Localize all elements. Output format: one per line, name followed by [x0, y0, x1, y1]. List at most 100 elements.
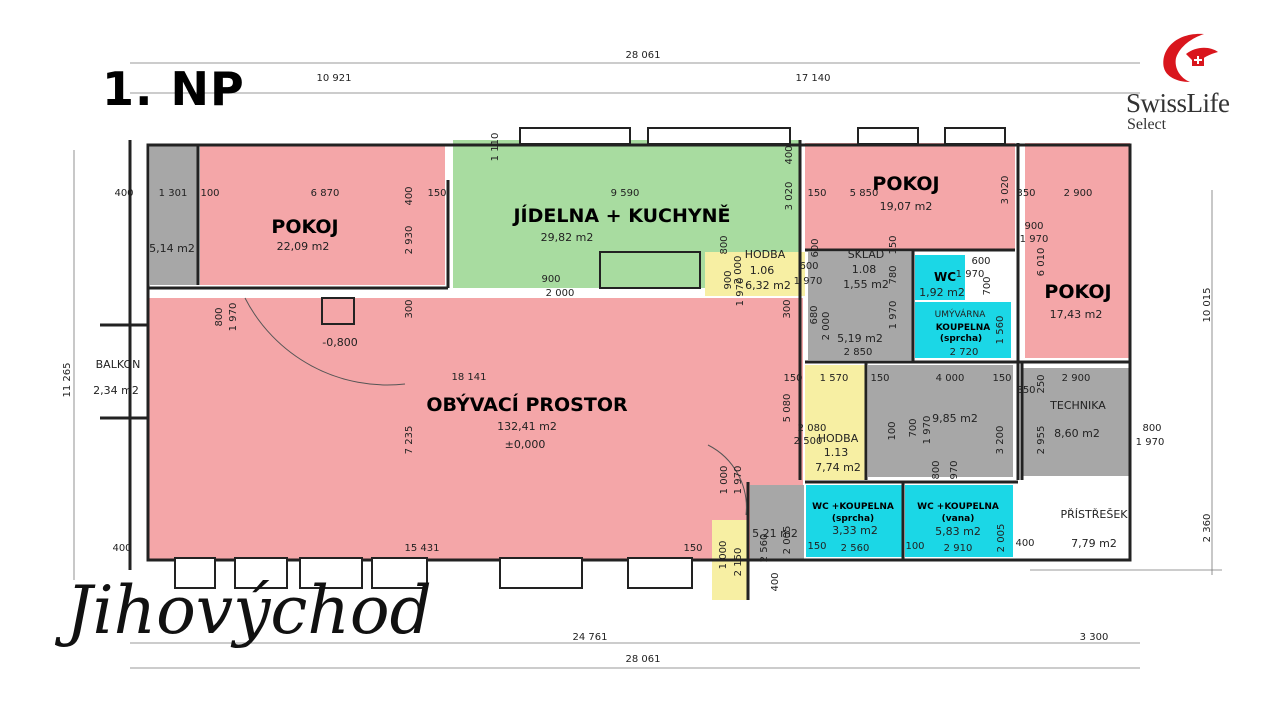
area-wc-koupelna2: 5,83 m2 — [935, 525, 981, 538]
name-pristresek: PŘÍSTŘEŠEK — [1061, 508, 1129, 521]
area-pokoj2: 19,07 m2 — [880, 200, 933, 213]
area-storage-left: 5,14 m2 — [149, 242, 195, 255]
orientation-title: Jihovýchod — [66, 572, 432, 649]
area-521: 5,21 m2 — [752, 527, 798, 540]
dim-100b: 100 — [887, 421, 898, 440]
dim-600a: 600 — [799, 261, 818, 272]
name-hodba1: HODBA — [745, 248, 786, 261]
area-technika: 8,60 m2 — [1054, 427, 1100, 440]
room-wc-koupelna1 — [806, 485, 902, 557]
dim-top-right: 17 140 — [796, 73, 831, 84]
dim-150a: 150 — [427, 188, 446, 199]
dimension-labels: 28 061 10 921 17 140 24 761 3 300 28 061… — [62, 50, 1213, 665]
room-pokoj3 — [1025, 143, 1130, 358]
name-koupelna: KOUPELNA — [936, 323, 991, 333]
dim-1970i: 1 970 — [733, 466, 744, 495]
room-labels: 5,14 m2 POKOJ 22,09 m2 JÍDELNA + KUCHYNĚ… — [93, 173, 1128, 550]
dim-1970d: 1 970 — [956, 269, 985, 280]
dim-400a: 400 — [114, 188, 133, 199]
dim-400e: 400 — [1015, 538, 1034, 549]
dim-top-left: 10 921 — [317, 73, 352, 84]
dim-2900a: 2 900 — [1064, 188, 1093, 199]
dim-100: 100 — [200, 188, 219, 199]
room-hodba1 — [705, 252, 805, 296]
area-kitchen: 29,82 m2 — [541, 231, 594, 244]
room-technika — [1022, 368, 1130, 476]
dim-300a: 300 — [404, 299, 415, 318]
window-openings — [174, 127, 1006, 589]
dim-2000c: 2 000 — [821, 312, 832, 341]
dim-400b: 400 — [404, 186, 415, 205]
dim-1970h: 1 970 — [922, 416, 933, 445]
area-pokoj3: 17,43 m2 — [1050, 308, 1103, 321]
dim-2955: 2 955 — [1036, 426, 1047, 455]
dim-350b: 350 — [1016, 385, 1035, 396]
room-storage-left — [150, 145, 198, 285]
swisslife-logo: SwissLife Select — [1126, 28, 1276, 138]
area-hodba2: 7,74 m2 — [815, 461, 861, 474]
dim-7235: 7 235 — [404, 426, 415, 455]
name-wc-koupelna1: WC +KOUPELNA — [812, 502, 894, 512]
dim-2720: 2 720 — [950, 347, 979, 358]
dim-2850: 2 850 — [844, 347, 873, 358]
dim-300b: 300 — [782, 299, 793, 318]
dim-150d: 150 — [783, 373, 802, 384]
dim-2005a: 2 005 — [782, 526, 793, 555]
dim-800c: 800 — [1142, 423, 1161, 434]
dim-15431: 15 431 — [405, 543, 440, 554]
dim-800b: 800 — [719, 235, 730, 254]
dim-700b: 700 — [908, 418, 919, 437]
sub-koupelna: (sprcha) — [940, 334, 982, 344]
dim-bottom-total: 28 061 — [626, 654, 661, 665]
dim-3200: 3 200 — [995, 426, 1006, 455]
dim-2000a: 2 000 — [546, 288, 575, 299]
logo-subtitle: Select — [1127, 116, 1167, 133]
dim-2150: 2 150 — [733, 548, 744, 577]
level-living: ±0,000 — [505, 438, 546, 451]
dim-18141: 18 141 — [452, 372, 487, 383]
dim-1000a: 1 000 — [719, 466, 730, 495]
dim-3020b: 3 020 — [1000, 176, 1011, 205]
room-pokoj2 — [805, 143, 1015, 250]
dim-1000b: 1 000 — [718, 541, 729, 570]
area-wc-koupelna1: 3,33 m2 — [832, 524, 878, 537]
stair-level: -0,800 — [322, 336, 357, 349]
dim-250: 250 — [1036, 374, 1047, 393]
name-pokoj3: POKOJ — [1044, 281, 1111, 303]
num-hodba1: 1.06 — [750, 264, 775, 277]
dim-600b: 600 — [810, 238, 821, 257]
dim-150b: 150 — [807, 188, 826, 199]
sub-wc-koupelna1: (sprcha) — [832, 514, 874, 524]
dim-350a: 350 — [1016, 188, 1035, 199]
dim-bottom-right: 3 300 — [1080, 632, 1109, 643]
area-hodba1: 6,32 m2 — [745, 279, 791, 292]
room-wc-koupelna2 — [905, 485, 1013, 557]
area-pristresek: 7,79 m2 — [1071, 537, 1117, 550]
dim-2000b: 2 000 — [733, 256, 744, 285]
name-wc: WC — [934, 270, 956, 284]
dim-970: 970 — [949, 460, 960, 479]
area-985: 9,85 m2 — [932, 412, 978, 425]
dim-1970e: 1 970 — [1020, 234, 1049, 245]
dim-1970b: 1 970 — [735, 278, 746, 307]
dim-700: 700 — [982, 276, 993, 295]
dim-4000: 4 000 — [936, 373, 965, 384]
dim-2930: 2 930 — [404, 226, 415, 255]
name-kitchen: JÍDELNA + KUCHYNĚ — [511, 204, 730, 227]
name-technika: TECHNIKA — [1049, 399, 1106, 412]
area-sklad: 1,55 m2 — [843, 278, 889, 291]
area-pokoj1: 22,09 m2 — [277, 240, 330, 253]
swisslife-mark-icon — [1163, 33, 1218, 82]
dim-900a: 900 — [541, 274, 560, 285]
dim-2005b: 2 005 — [996, 524, 1007, 553]
area-519: 5,19 m2 — [837, 332, 883, 345]
dim-800d: 800 — [931, 460, 942, 479]
area-living: 132,41 m2 — [497, 420, 557, 433]
dim-2500: 2 500 — [794, 436, 823, 447]
dim-1970c: 1 970 — [794, 276, 823, 287]
name-pokoj2: POKOJ — [872, 173, 939, 195]
logo-wordmark: SwissLife — [1126, 88, 1230, 118]
dim-3020a: 3 020 — [784, 182, 795, 211]
name-pokoj1: POKOJ — [271, 216, 338, 238]
dim-150g: 150 — [683, 543, 702, 554]
